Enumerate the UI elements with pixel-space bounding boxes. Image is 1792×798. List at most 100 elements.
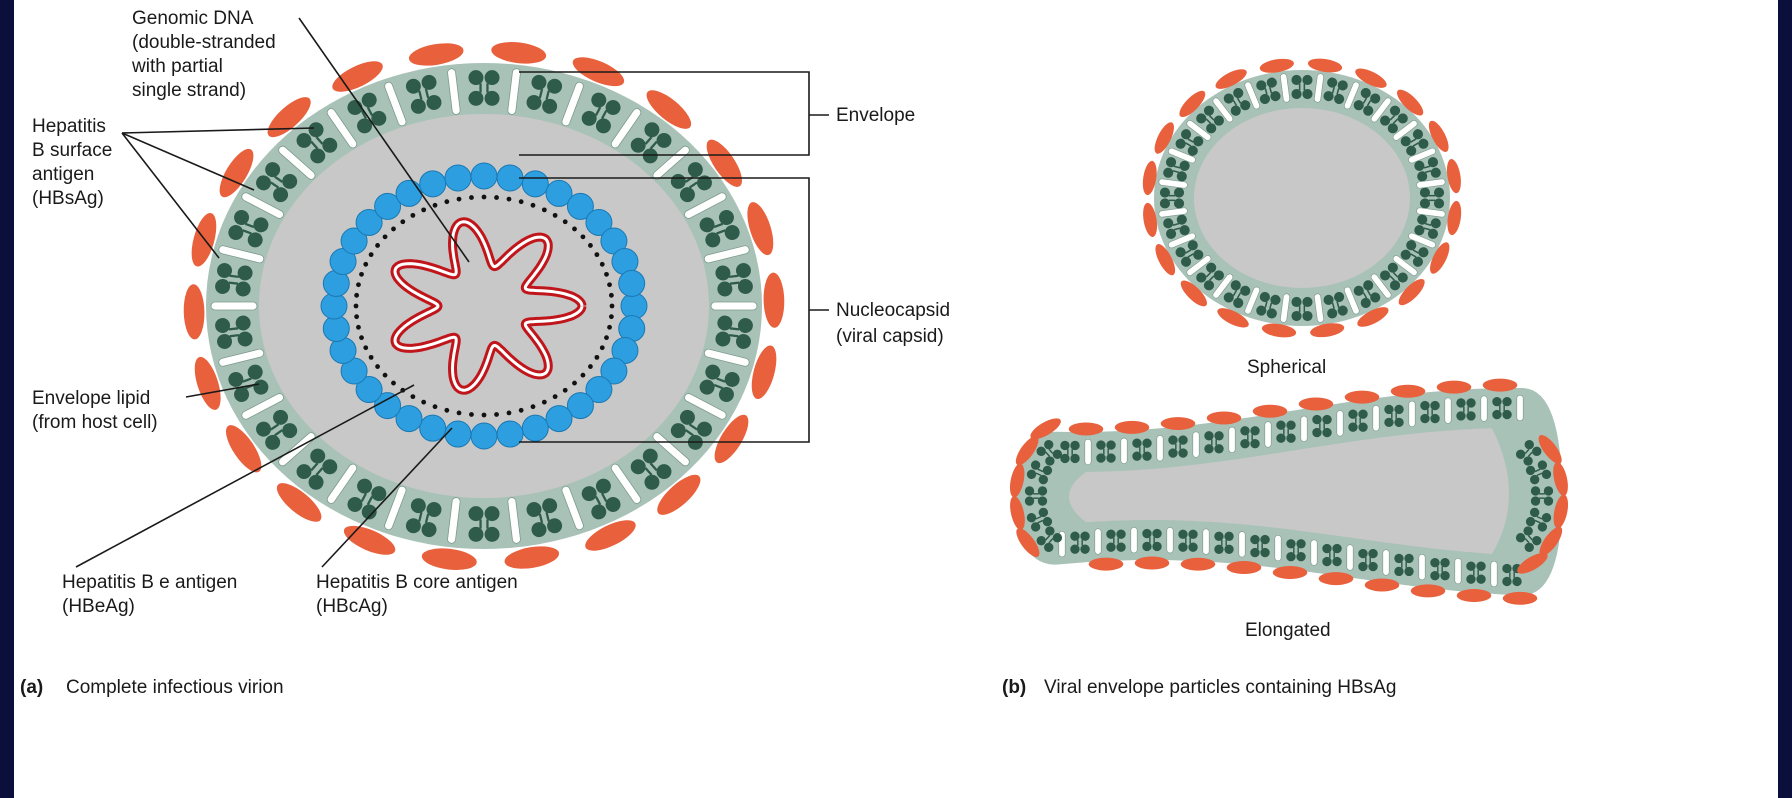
protein-bead [1025, 486, 1034, 495]
protein-bead [1224, 545, 1233, 554]
protein-bead [1116, 542, 1125, 551]
protein-bead [1404, 567, 1413, 576]
lipid-tail [1085, 439, 1091, 465]
lipid-molecule [1085, 439, 1091, 465]
protein-bead [1286, 421, 1295, 430]
protein-bead [1420, 187, 1430, 197]
polymerase-dot [482, 195, 487, 200]
lipid-tail [1409, 401, 1415, 427]
protein-bead [1430, 414, 1439, 423]
protein-bead [1531, 486, 1540, 495]
lipid-molecule [1445, 398, 1451, 424]
protein-bead [1106, 440, 1115, 449]
lipid-tail [1383, 550, 1389, 576]
protein-bead [1132, 452, 1141, 461]
polymerase-dot [375, 364, 380, 369]
protein-bead [1291, 89, 1301, 99]
protein-link [729, 335, 738, 336]
polymerase-dot [609, 293, 614, 298]
capsid-protein [323, 316, 349, 342]
protein-bead [1430, 558, 1439, 567]
polymerase-dot [581, 373, 586, 378]
polymerase-dot [369, 252, 374, 257]
protein-link [230, 276, 239, 277]
lipid-molecule [1455, 558, 1461, 584]
lipid-molecule [1095, 529, 1101, 555]
protein-bead [1142, 439, 1151, 448]
polymerase-dot [600, 345, 605, 350]
lipid-molecule [1337, 411, 1343, 437]
lipid-tail [1131, 527, 1137, 553]
lipid-molecule [1239, 532, 1245, 558]
surface-antigen [1345, 391, 1380, 404]
envelope-lipid-label: Envelope lipid (from host cell) [32, 388, 158, 433]
protein-bead [1456, 411, 1465, 420]
lipid-tail [1157, 435, 1163, 461]
protein-bead [1312, 415, 1321, 424]
polymerase-dot [494, 412, 499, 417]
protein-bead [1358, 562, 1367, 571]
protein-bead [1466, 398, 1475, 407]
capsid-protein [497, 421, 523, 447]
protein-bead [1291, 297, 1301, 307]
capsid-protein [522, 415, 548, 441]
protein-bead [1160, 187, 1170, 197]
protein-bead [1434, 187, 1444, 197]
protein-bead [1178, 448, 1187, 457]
diagram-panel: Genomic DNA (double-stranded with partia… [14, 0, 1778, 798]
protein-bead [1174, 187, 1184, 197]
protein-bead [468, 70, 483, 85]
lipid-molecule [1131, 527, 1137, 553]
protein-bead [1142, 452, 1151, 461]
protein-link [730, 283, 739, 284]
polymerase-dot [363, 345, 368, 350]
protein-bead [1312, 428, 1321, 437]
protein-bead [1178, 543, 1187, 552]
protein-bead [1384, 405, 1393, 414]
protein-bead [1276, 434, 1285, 443]
caption-b-letter: (b) [1002, 677, 1026, 698]
polymerase-dot [519, 408, 524, 413]
polymerase-dot [588, 364, 593, 369]
polymerase-dot [363, 262, 368, 267]
protein-bead [1430, 571, 1439, 580]
protein-bead [1240, 426, 1249, 435]
protein-bead [1142, 542, 1151, 551]
surface-antigen [1503, 592, 1538, 605]
protein-bead [1240, 439, 1249, 448]
protein-bead [1286, 552, 1295, 561]
protein-bead [1322, 415, 1331, 424]
protein-bead [1291, 75, 1301, 85]
surface-antigen-label: Hepatitis B surface antigen (HBsAg) [32, 116, 118, 209]
polymerase-dot [444, 199, 449, 204]
capsid-protein [471, 163, 497, 189]
polymerase-dot [356, 325, 361, 330]
lipid-molecule [711, 302, 757, 310]
surface-antigen [1365, 578, 1400, 591]
polymerase-dot [594, 252, 599, 257]
lipid-tail [1121, 438, 1127, 464]
protein-link [229, 283, 238, 284]
lipid-molecule [1265, 422, 1271, 448]
lipid-tail [1419, 554, 1425, 580]
protein-bead [1214, 431, 1223, 440]
protein-bead [1404, 554, 1413, 563]
lipid-molecule [1193, 432, 1199, 458]
protein-link [230, 335, 239, 336]
protein-bead [1456, 398, 1465, 407]
protein-bead [468, 506, 483, 521]
protein-bead [1276, 421, 1285, 430]
lipid-molecule [1167, 527, 1173, 553]
capsid-protein [445, 165, 471, 191]
genomic-dna-label: Genomic DNA (double-stranded with partia… [131, 8, 281, 101]
surface-antigen [1273, 566, 1308, 579]
surface-antigen [1115, 421, 1150, 434]
lipid-tail [1301, 416, 1307, 442]
polymerase-dot [572, 227, 577, 232]
protein-bead [1178, 530, 1187, 539]
caption-a-letter: (a) [20, 677, 43, 698]
protein-bead [1174, 198, 1184, 208]
protein-bead [1420, 198, 1430, 208]
polymerase-dot [421, 400, 426, 405]
polymerase-dot [457, 411, 462, 416]
